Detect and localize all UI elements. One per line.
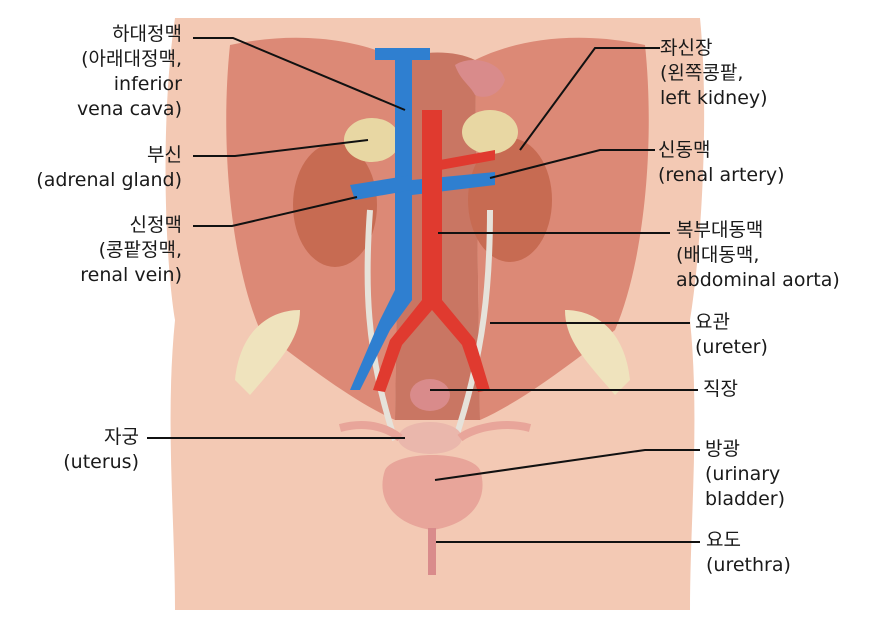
label-renal-vein-line2: renal vein) <box>80 264 182 286</box>
leader-renal-artery <box>489 149 655 179</box>
vena-cava-top <box>375 48 430 60</box>
leader-renal-vein <box>193 196 358 227</box>
aorta <box>373 110 490 392</box>
label-aorta-ko: 복부대동맥 <box>676 219 764 241</box>
label-ureter-line1: (ureter) <box>695 336 768 358</box>
label-uterus-ko: 자궁 <box>104 426 139 448</box>
label-urethra-line1: (urethra) <box>706 554 791 576</box>
label-ivc-line2: inferior <box>113 73 182 95</box>
leader-adrenal <box>193 139 369 157</box>
label-aorta: 복부대동맥 (배대동맥, abdominal aorta) <box>676 218 840 293</box>
label-urethra-ko: 요도 <box>706 529 741 551</box>
label-uterus-line1: (uterus) <box>63 451 139 473</box>
label-rectum-ko: 직장 <box>703 378 738 400</box>
label-renal-artery: 신동맥 (renal artery) <box>658 138 785 188</box>
label-renal-vein: 신정맥 (콩팥정맥, renal vein) <box>80 213 182 288</box>
label-renal-artery-ko: 신동맥 <box>658 139 711 161</box>
left-iliac-bone <box>235 310 300 395</box>
uterine-tubes <box>338 421 532 442</box>
label-renal-artery-line1: (renal artery) <box>658 164 785 186</box>
uterus <box>398 422 462 454</box>
label-ivc: 하대정맥 (아래대정맥, inferior vena cava) <box>77 22 182 122</box>
label-aorta-line2: abdominal aorta) <box>676 269 840 291</box>
label-ivc-line3: vena cava) <box>76 98 182 120</box>
label-ivc-ko: 하대정맥 <box>112 23 182 45</box>
right-ureter <box>364 209 398 441</box>
label-bladder-line2: bladder) <box>705 488 786 510</box>
label-urethra: 요도 (urethra) <box>706 528 791 578</box>
left-ureter <box>452 209 493 441</box>
label-kidney: 좌신장 (왼쪽콩팥, left kidney) <box>660 36 768 111</box>
label-aorta-line1: (배대동맥, <box>676 244 760 266</box>
rectum <box>410 379 450 411</box>
right-iliac-bone <box>565 310 630 395</box>
label-ureter-ko: 요관 <box>695 311 730 333</box>
leader-bladder <box>434 449 700 481</box>
label-uterus: 자궁 (uterus) <box>63 425 139 475</box>
colon-stump <box>455 60 505 97</box>
left-adrenal <box>462 110 518 154</box>
label-renal-vein-ko: 신정맥 <box>129 214 182 236</box>
right-adrenal <box>344 118 400 162</box>
label-ivc-line1: (아래대정맥, <box>81 48 182 70</box>
urethra <box>428 528 436 575</box>
left-renal-artery <box>440 150 495 170</box>
leader-kidney <box>519 47 660 151</box>
label-bladder: 방광 (urinary bladder) <box>705 437 785 512</box>
bladder <box>382 455 483 530</box>
label-adrenal: 부신 (adrenal gland) <box>36 143 182 193</box>
label-bladder-line1: (urinary <box>705 463 781 485</box>
label-adrenal-line1: (adrenal gland) <box>36 169 182 191</box>
label-adrenal-ko: 부신 <box>147 144 182 166</box>
right-muscle <box>475 37 649 421</box>
label-rectum: 직장 <box>703 377 738 402</box>
label-kidney-ko: 좌신장 <box>660 37 713 59</box>
right-renal-vein <box>350 175 412 200</box>
label-ureter: 요관 (ureter) <box>695 310 768 360</box>
label-renal-vein-line1: (콩팥정맥, <box>98 239 182 261</box>
vena-cava <box>350 50 412 390</box>
label-kidney-line1: (왼쪽콩팥, <box>660 62 744 84</box>
label-bladder-ko: 방광 <box>705 438 740 460</box>
right-kidney <box>293 143 377 267</box>
label-kidney-line2: left kidney) <box>660 87 768 109</box>
leader-ivc <box>193 37 406 111</box>
